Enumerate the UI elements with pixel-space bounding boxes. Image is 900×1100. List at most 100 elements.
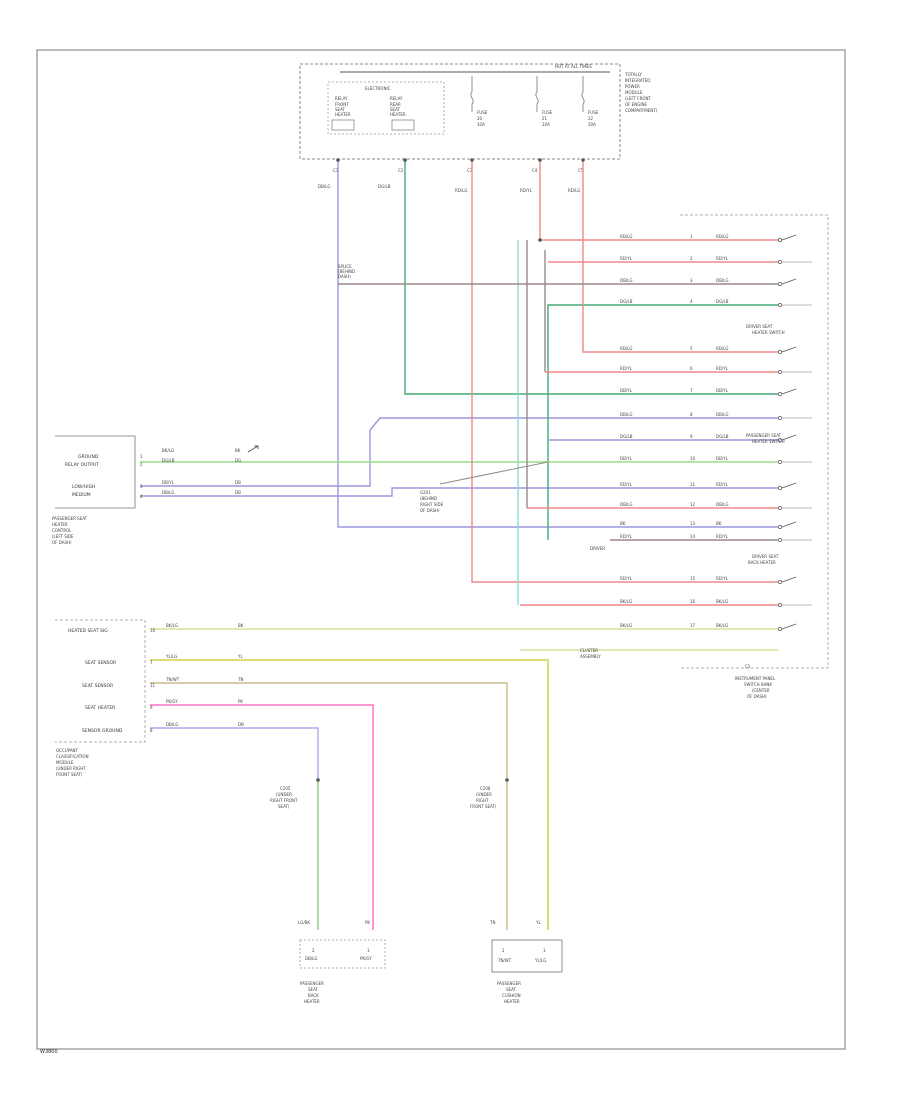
left-module: GROUND RELAY OUTPUT LOW/HIGH MEDIUM 1 2 …: [52, 435, 259, 545]
relay-2-desc-1: REAR: [390, 102, 401, 107]
seat-cushion-pin: 1: [543, 948, 546, 953]
relay-group-box: [327, 81, 445, 135]
switch-row-wire-left: DB/LG: [620, 278, 633, 283]
switch-block-outline: [680, 214, 829, 669]
switch-contact-icon: [778, 238, 782, 242]
fuse-20: FUSE 20 10A: [470, 76, 488, 127]
figure-id: W3800: [40, 1049, 58, 1055]
switch-row-wire-left: DB/LG: [620, 412, 633, 417]
switch-group-label-2a: PASSENGER SEAT: [746, 433, 782, 438]
switch-row-wire-left: DB/YL: [620, 388, 633, 393]
seat-cushion-name-3: CUSHION: [502, 993, 521, 998]
tipm-wire-3: RD/LG: [455, 188, 468, 193]
seat-back-pin-wire: DB/LG: [305, 956, 318, 961]
fuse-20-num: 20: [477, 116, 483, 121]
connector-right-label-1: C208: [480, 786, 491, 791]
switch-row-pin: 9: [690, 434, 693, 439]
ground-arrow-icon: [247, 445, 259, 453]
bottom-module-color: YL: [237, 654, 243, 659]
bottom-module-label-1: OCCUPANT: [56, 748, 79, 753]
connector-right-label-4: FRONT SEAT): [470, 804, 497, 809]
left-module-label-1: PASSENGER SEAT: [52, 516, 88, 521]
tipm-label: TOTALLY INTEGRATED POWER MODULE (LEFT FR…: [624, 72, 658, 113]
switch-contact-icon: [778, 416, 782, 420]
switch-contact-icon: [778, 282, 782, 286]
relay-2-desc-3: HEATER: [390, 112, 406, 117]
seat-cushion-name-1: PASSENGER: [497, 981, 521, 986]
switch-footer-1: INSTRUMENT PANEL: [735, 676, 776, 681]
connector-right-label-3: RIGHT: [476, 798, 489, 803]
left-module-pin-num: 4: [140, 494, 143, 499]
switch-row-wire-right: DB/LG: [716, 412, 729, 417]
left-module-wire: BK/LG: [162, 448, 174, 453]
wire-blue-8: [150, 727, 319, 930]
switch-contact-icon: [778, 460, 782, 464]
splice-dot: [316, 778, 320, 782]
switch-row-wire-right: RD/LG: [716, 346, 729, 351]
switch-lever-icon: [781, 234, 797, 241]
tipm-label-4: MODULE: [625, 90, 643, 95]
fuse-22-num: 22: [588, 116, 594, 121]
bottom-module-label-3: MODULE: [56, 760, 74, 765]
splice-dot: [538, 238, 542, 242]
fuse-22-rating: 20A: [588, 122, 596, 127]
switch-lever-icon: [781, 278, 797, 285]
switch-row-pin: 6: [690, 366, 693, 371]
bottom-module-color: DB: [238, 722, 244, 727]
switch-lever-icon: [781, 576, 797, 583]
fuse-21-num: 21: [542, 116, 548, 121]
relay-2-icon: [391, 119, 415, 131]
left-module-outline: [55, 435, 136, 509]
tipm-pin-3: C3: [467, 168, 473, 173]
fuse-22-icon: [581, 76, 585, 112]
left-module-color: DB: [235, 480, 241, 485]
wire-green-main: [404, 160, 778, 395]
splice-dot: [538, 158, 542, 162]
switch-contact-icon: [778, 506, 782, 510]
fuse-20-rating: 10A: [477, 122, 485, 127]
left-module-pin-num: 2: [140, 462, 143, 467]
tipm-label-3: POWER: [625, 84, 640, 89]
switch-row-wire-left: RD/LG: [620, 234, 633, 239]
bottom-module-pin-name: SEAT HEATER: [85, 705, 115, 711]
fuse-21: FUSE 21 10A: [535, 76, 553, 127]
fuse-21-label: FUSE: [542, 110, 553, 115]
connector-left-label-1: C205: [280, 786, 291, 791]
switch-contact-icon: [778, 392, 782, 396]
switch-row-wire-left: RD/YL: [620, 576, 633, 581]
wire-blue-module-2: [140, 487, 778, 497]
switch-row-pin: 11: [690, 482, 696, 487]
tipm-wire-4: RD/YL: [520, 188, 533, 193]
switch-row-wire-left: RD/YL: [620, 534, 633, 539]
switch-row-wire-right: RD/YL: [716, 482, 729, 487]
switch-row-wire-right: BK: [716, 521, 722, 526]
splice-dot: [336, 158, 340, 162]
cluster-label-2: ASSEMBLY: [580, 654, 601, 659]
splice-dot: [470, 158, 474, 162]
switch-lever-icon: [781, 434, 797, 441]
bottom-module-pin-num: 11: [150, 683, 156, 688]
switch-row-wire-right: RD/YL: [716, 366, 729, 371]
bottom-module-wire: YL/LG: [165, 654, 177, 659]
switch-contact-icon: [778, 438, 782, 442]
bottom-module-pin-num: 10: [150, 628, 156, 633]
left-module-wire: DG/LB: [162, 458, 175, 463]
bottom-module-pin-name: SEAT SENSOR: [82, 683, 113, 689]
bottom-module-pin-name: HEATED SEAT SIG: [68, 628, 108, 634]
wire-red-3: [582, 160, 778, 353]
switch-row-pin: 5: [690, 346, 693, 351]
tipm-pin-1: C1: [333, 168, 339, 173]
fuse-22: FUSE 22 20A: [581, 76, 599, 127]
switch-contact-icon: [778, 580, 782, 584]
left-module-label-2: HEATER: [52, 522, 68, 527]
switch-contact-icon: [778, 486, 782, 490]
seat-back-wire: PK: [365, 920, 370, 925]
left-module-label-4: (LEFT SIDE: [52, 534, 74, 539]
switch-footer-2: SWITCH BANK: [744, 682, 772, 687]
switch-contact-icon: [778, 303, 782, 307]
bottom-module-wire: DB/LG: [166, 722, 179, 727]
switch-row-wire-right: DG/LB: [716, 299, 729, 304]
left-module-wire: DB/LG: [162, 490, 175, 495]
switch-row-pin: 15: [690, 576, 696, 581]
